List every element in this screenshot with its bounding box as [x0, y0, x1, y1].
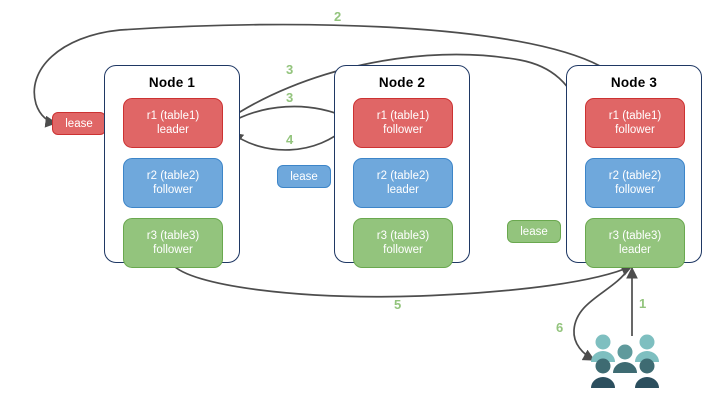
- replica-role: leader: [387, 184, 419, 196]
- lease-badge-r1: lease: [52, 112, 106, 135]
- replica-name: r2 (table2): [146, 170, 200, 182]
- replica-role: leader: [619, 244, 651, 256]
- replica-n2-r3: r3 (table3) follower: [353, 218, 453, 268]
- replica-n1-r1: r1 (table1) leader: [123, 98, 223, 148]
- node-box-2: Node 2 r1 (table1) follower r2 (table2) …: [334, 65, 470, 268]
- step-label-4: 4: [286, 132, 294, 147]
- replica-n2-r2: r2 (table2) leader: [353, 158, 453, 208]
- replica-name: r3 (table3): [146, 230, 200, 242]
- node-title: Node 2: [378, 75, 426, 90]
- replica-role: follower: [153, 244, 193, 256]
- step-label-3-upper: 3: [286, 62, 294, 77]
- lease-badge-r2: lease: [277, 165, 331, 188]
- lease-label: lease: [65, 117, 93, 130]
- replica-role: leader: [157, 124, 189, 136]
- step-label-6: 6: [556, 320, 564, 335]
- replica-n3-r3: r3 (table3) leader: [585, 218, 685, 268]
- node-box-3: Node 3 r1 (table1) follower r2 (table2) …: [566, 65, 702, 268]
- replica-n3-r1: r1 (table1) follower: [585, 98, 685, 148]
- lease-badge-r3: lease: [507, 220, 561, 243]
- replica-role: follower: [153, 184, 193, 196]
- replica-n3-r2: r2 (table2) follower: [585, 158, 685, 208]
- users-icon: [591, 334, 659, 388]
- step-label-5: 5: [394, 297, 402, 312]
- replica-name: r1 (table1): [146, 110, 200, 122]
- replica-role: follower: [615, 184, 655, 196]
- replica-n1-r3: r3 (table3) follower: [123, 218, 223, 268]
- replica-name: r2 (table2): [608, 170, 662, 182]
- arrow-step-5: [171, 263, 634, 298]
- lease-label: lease: [290, 170, 318, 183]
- node-box-1: Node 1 r1 (table1) leader r2 (table2) fo…: [104, 65, 240, 268]
- replica-name: r3 (table3): [376, 230, 430, 242]
- replica-role: follower: [383, 124, 423, 136]
- step-label-1: 1: [639, 296, 647, 311]
- node-title: Node 1: [148, 75, 196, 90]
- replica-name: r1 (table1): [376, 110, 430, 122]
- replica-n1-r2: r2 (table2) follower: [123, 158, 223, 208]
- replica-name: r1 (table1): [608, 110, 662, 122]
- step-label-2: 2: [334, 9, 342, 24]
- replica-name: r3 (table3): [608, 230, 662, 242]
- node-title: Node 3: [610, 75, 658, 90]
- replica-role: follower: [615, 124, 655, 136]
- arrow-step-3-lower: [227, 105, 350, 125]
- lease-label: lease: [520, 225, 548, 238]
- replica-n2-r1: r1 (table1) follower: [353, 98, 453, 148]
- step-label-3-lower: 3: [286, 90, 294, 105]
- replica-role: follower: [383, 244, 423, 256]
- replica-name: r2 (table2): [376, 170, 430, 182]
